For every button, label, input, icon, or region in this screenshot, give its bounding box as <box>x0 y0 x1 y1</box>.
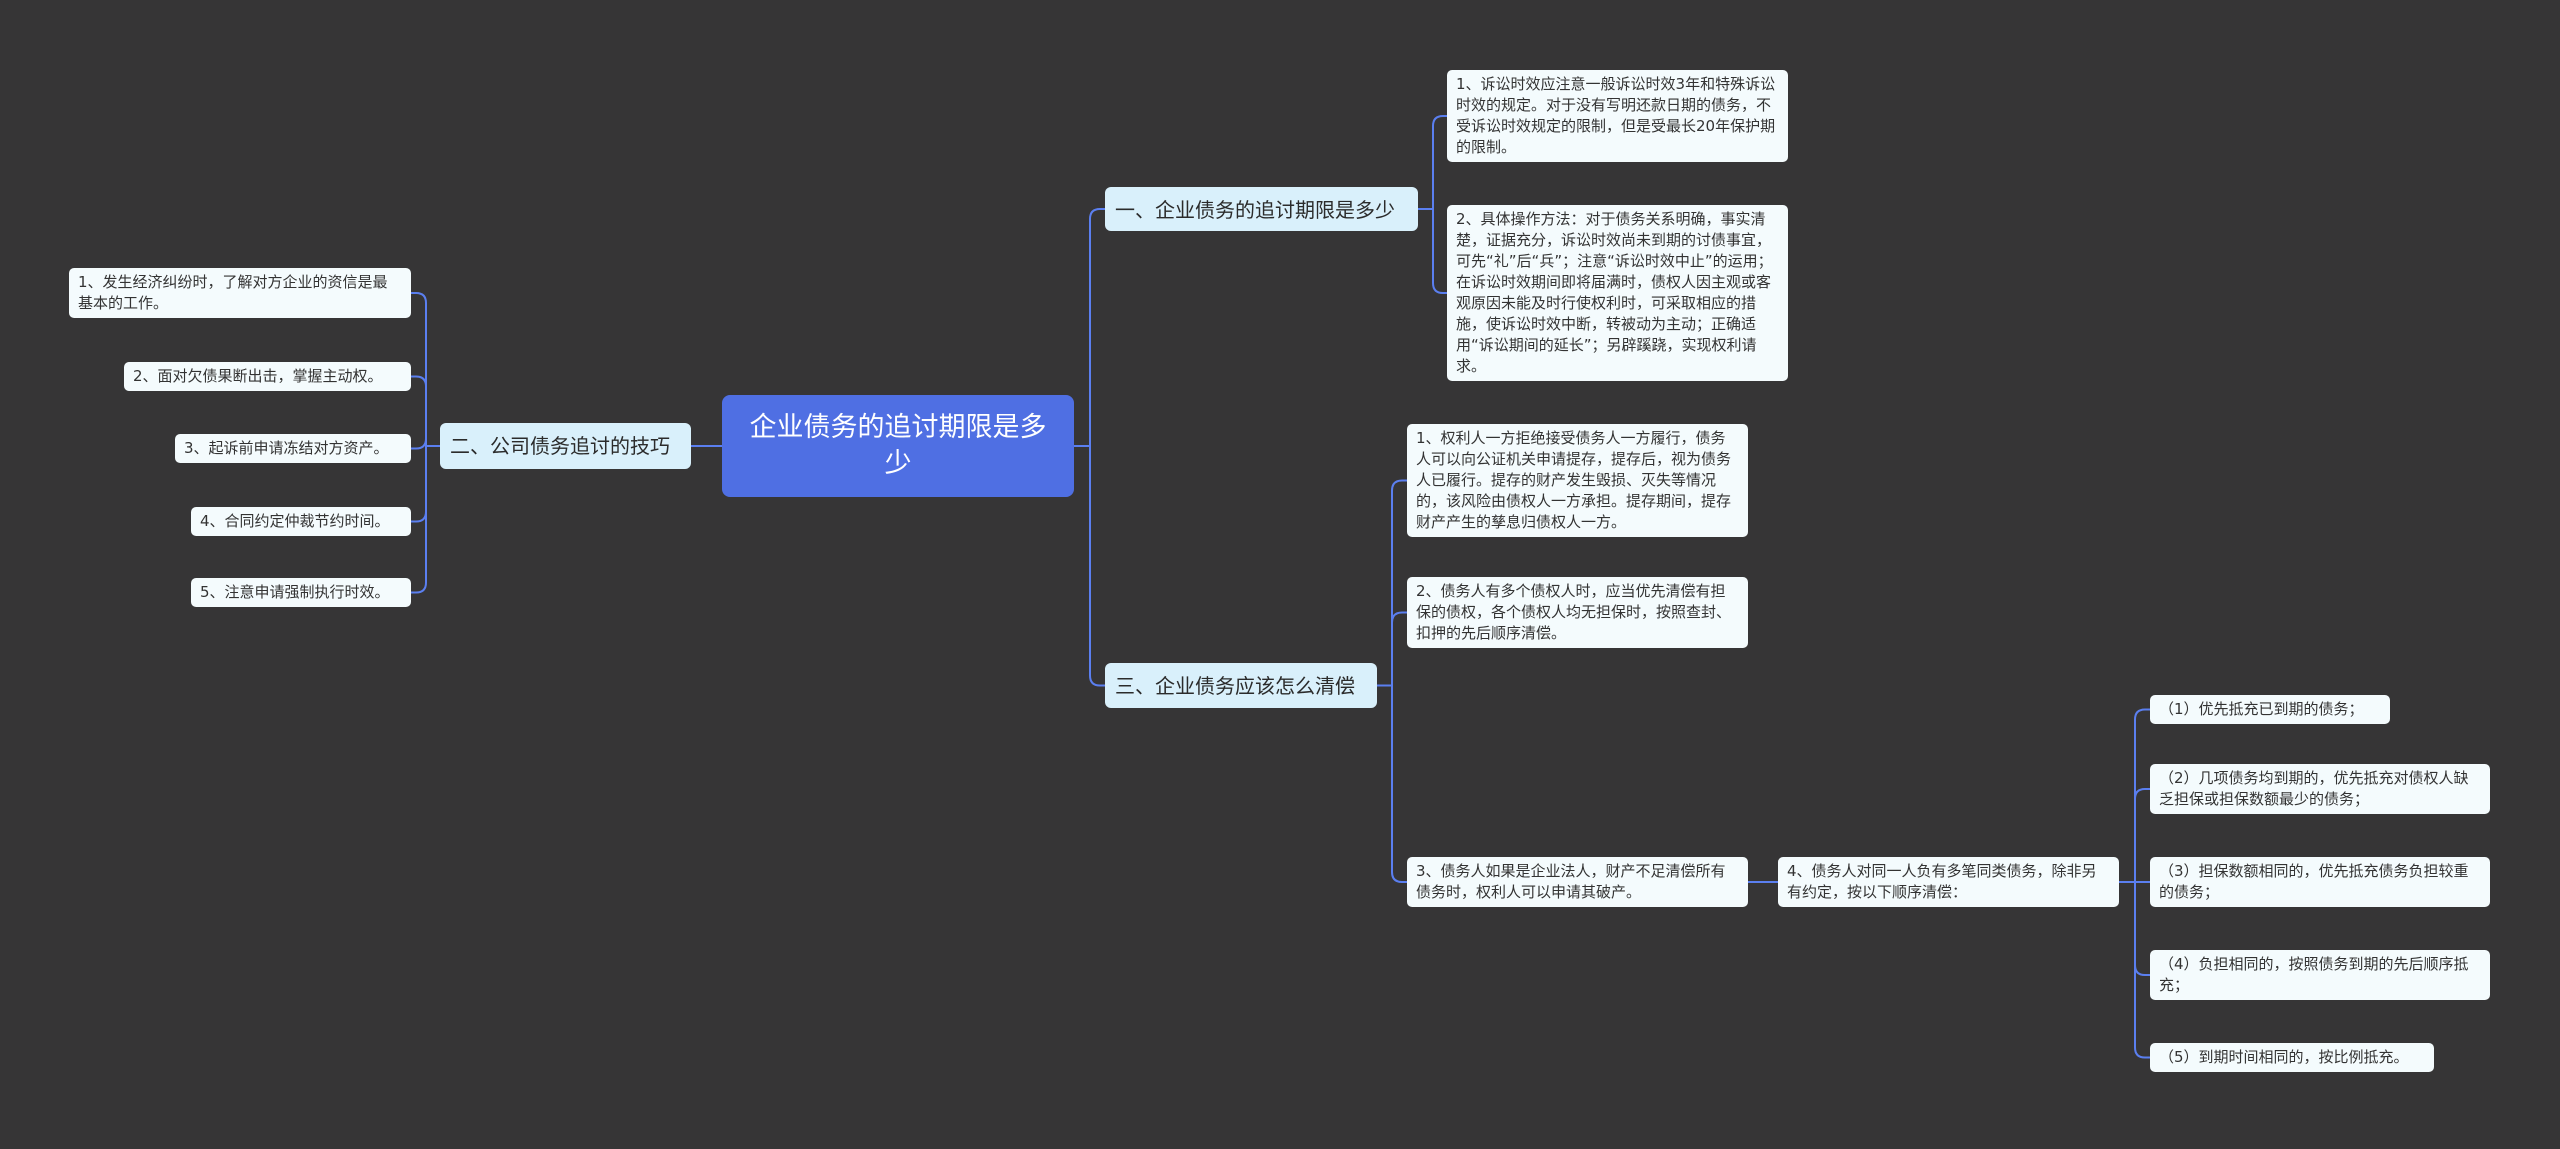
root-topic[interactable]: 企业债务的追讨期限是多少 <box>722 395 1074 497</box>
subleaf-order-5[interactable]: （5）到期时间相同的，按比例抵充。 <box>2150 1043 2434 1072</box>
leaf-tip-act-decisively[interactable]: 2、面对欠债果断出击，掌握主动权。 <box>124 362 411 391</box>
connector-root-right <box>1074 445 1105 687</box>
connector-root-right <box>1074 208 1105 447</box>
subleaf-order-1[interactable]: （1）优先抵充已到期的债务； <box>2150 695 2390 724</box>
leaf-tip-freeze-assets[interactable]: 3、起诉前申请冻结对方资产。 <box>175 434 411 463</box>
leaf-multiple-debts[interactable]: 4、债务人对同一人负有多笔同类债务，除非另有约定，按以下顺序清偿： <box>1778 857 2119 907</box>
leaf-tip-credit-check[interactable]: 1、发生经济纠纷时，了解对方企业的资信是最基本的工作。 <box>69 268 411 318</box>
leaf-tip-enforcement[interactable]: 5、注意申请强制执行时效。 <box>191 578 411 607</box>
connector-branch-1 <box>1418 208 1447 294</box>
leaf-secured-priority[interactable]: 2、债务人有多个债权人时，应当优先清偿有担保的债权，各个债权人均无担保时，按照查… <box>1407 577 1748 648</box>
branch-recovery-period[interactable]: 一、企业债务的追讨期限是多少 <box>1105 187 1418 231</box>
branch-recovery-tips[interactable]: 二、公司债务追讨的技巧 <box>440 423 691 469</box>
connector-sub-order <box>2119 881 2150 1059</box>
connector-sub-order <box>2119 708 2150 883</box>
connector-branch-2 <box>411 292 440 447</box>
connector-branch-2 <box>411 375 440 447</box>
leaf-bankruptcy[interactable]: 3、债务人如果是企业法人，财产不足清偿所有债务时，权利人可以申请其破产。 <box>1407 857 1748 907</box>
connector-branch-2 <box>411 445 440 594</box>
connector-branch-3 <box>1377 479 1407 687</box>
leaf-tip-arbitration[interactable]: 4、合同约定仲裁节约时间。 <box>191 507 411 536</box>
connector-branch-2 <box>411 438 440 450</box>
leaf-escrow[interactable]: 1、权利人一方拒绝接受债务人一方履行，债务人可以向公证机关申请提存，提存后，视为… <box>1407 424 1748 537</box>
branch-repayment[interactable]: 三、企业债务应该怎么清偿 <box>1105 663 1377 708</box>
leaf-limitation-period[interactable]: 1、诉讼时效应注意一般诉讼时效3年和特殊诉讼时效的规定。对于没有写明还款日期的债… <box>1447 70 1788 162</box>
subleaf-order-2[interactable]: （2）几项债务均到期的，优先抵充对债权人缺乏担保或担保数额最少的债务； <box>2150 764 2490 814</box>
subleaf-order-3[interactable]: （3）担保数额相同的，优先抵充债务负担较重的债务； <box>2150 857 2490 907</box>
connector-sub-order <box>2119 788 2150 883</box>
subleaf-order-4[interactable]: （4）负担相同的，按照债务到期的先后顺序抵充； <box>2150 950 2490 1000</box>
connector-branch-3 <box>1377 611 1407 687</box>
leaf-operation-method[interactable]: 2、具体操作方法：对于债务关系明确，事实清楚，证据充分，诉讼时效尚未到期的讨债事… <box>1447 205 1788 381</box>
connector-branch-1 <box>1418 115 1447 210</box>
connector-branch-3 <box>1377 684 1407 883</box>
